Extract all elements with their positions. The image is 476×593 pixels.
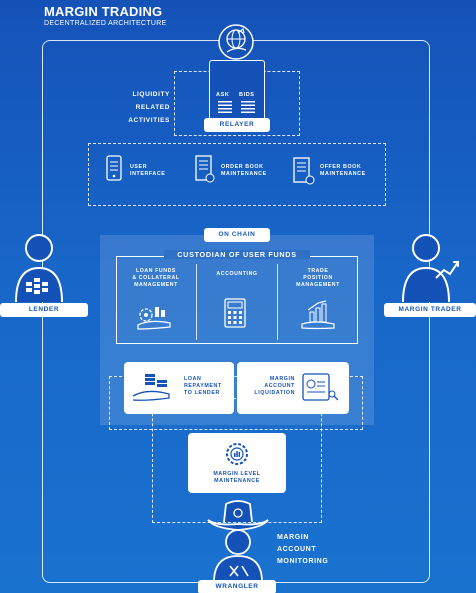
liquidation-box: MARGIN ACCOUNT LIQUIDATION (237, 362, 349, 414)
col1-line-3: MANAGEMENT (134, 282, 178, 288)
chart-hand-icon (300, 300, 336, 330)
relayer-label: RELAYER (204, 118, 270, 132)
wrangler-label: WRANGLER (198, 580, 276, 593)
ob-line-1: ORDER BOOK (221, 164, 264, 170)
custodian-divider-1 (196, 264, 197, 340)
offer-book-label: OFFER BOOK MAINTENANCE (320, 164, 366, 178)
liquidation-label: MARGIN ACCOUNT LIQUIDATION (245, 376, 295, 397)
loan-line-1: LOAN (184, 376, 202, 382)
margin-level-label: MARGIN LEVEL MAINTENANCE (188, 471, 286, 485)
col3-line-2: POSITION (303, 275, 333, 281)
col3-line-3: MANAGEMENT (296, 282, 340, 288)
monitoring-text: MARGIN ACCOUNT MONITORING (277, 532, 328, 568)
on-chain-label: ON CHAIN (204, 228, 270, 242)
custodian-title: CUSTODIAN OF USER FUNDS (164, 250, 310, 259)
liquidity-text: LIQUIDITY RELATED ACTIVITIES (104, 88, 170, 127)
bids-label: BIDS (239, 92, 255, 98)
ask-label: ASK (216, 92, 230, 98)
ob-line-2: MAINTENANCE (221, 171, 267, 177)
globe-hand-icon (218, 24, 254, 60)
monitoring-line-1: MARGIN (277, 534, 309, 541)
order-book-icon (195, 155, 215, 183)
diagram-subtitle: DECENTRALIZED ARCHITECTURE (44, 20, 167, 27)
col3-line-1: TRADE (307, 268, 329, 274)
monitoring-line-3: MONITORING (277, 558, 329, 565)
monitoring-line-2: ACCOUNT (277, 546, 317, 553)
ui-line-1: USER (130, 164, 148, 170)
ask-lines-icon (218, 101, 232, 113)
margin-level-line-2: MAINTENANCE (214, 478, 260, 484)
margin-level-box: MARGIN LEVEL MAINTENANCE (188, 433, 286, 493)
gear-hand-icon (136, 305, 172, 331)
diagram-title: MARGIN TRADING (44, 4, 163, 19)
liq-line-2: ACCOUNT (264, 383, 295, 389)
loan-line-3: TO LENDER (184, 390, 220, 396)
liquidation-dashed-box (109, 376, 363, 430)
wrangler-cowboy-icon (206, 498, 270, 582)
offchain-dashed-box (88, 143, 386, 206)
col1-line-2: & COLLATERAL (132, 275, 180, 281)
offer-book-icon (293, 155, 315, 185)
order-book-label: ORDER BOOK MAINTENANCE (221, 164, 267, 178)
liquidity-line-3: ACTIVITIES (128, 117, 170, 124)
trader-person-icon (396, 232, 462, 304)
liquidity-line-1: LIQUIDITY (132, 91, 170, 98)
liq-line-3: LIQUIDATION (254, 390, 295, 396)
custodian-divider-2 (277, 264, 278, 340)
loan-repayment-label: LOAN REPAYMENT TO LENDER (184, 376, 222, 397)
user-interface-label: USER INTERFACE (130, 164, 165, 178)
bids-lines-icon (241, 101, 255, 113)
liq-line-1: MARGIN (269, 376, 295, 382)
trade-position-label: TRADE POSITION MANAGEMENT (281, 268, 355, 289)
loan-funds-label: LOAN FUNDS & COLLATERAL MANAGEMENT (120, 268, 192, 289)
liquidity-line-2: RELATED (135, 104, 170, 111)
accounting-label: ACCOUNTING (216, 271, 258, 277)
ui-line-2: INTERFACE (130, 171, 166, 177)
margin-trader-label: MARGIN TRADER (384, 303, 476, 317)
of-line-1: OFFER BOOK (320, 164, 362, 170)
margin-level-line-1: MARGIN LEVEL (213, 471, 261, 477)
gauge-gear-icon (225, 442, 249, 466)
loan-repayment-box: LOAN REPAYMENT TO LENDER (124, 362, 234, 414)
calculator-icon (224, 298, 246, 328)
loan-line-2: REPAYMENT (184, 383, 222, 389)
document-magnifier-icon (301, 372, 341, 404)
lender-person-icon (8, 232, 74, 304)
of-line-2: MAINTENANCE (320, 171, 366, 177)
coins-hand-icon (131, 370, 171, 406)
relayer-orderbook: ASK BIDS (209, 60, 265, 122)
col1-line-1: LOAN FUNDS (135, 268, 176, 274)
phone-interface-icon (106, 155, 122, 181)
lender-label: LENDER (0, 303, 88, 317)
